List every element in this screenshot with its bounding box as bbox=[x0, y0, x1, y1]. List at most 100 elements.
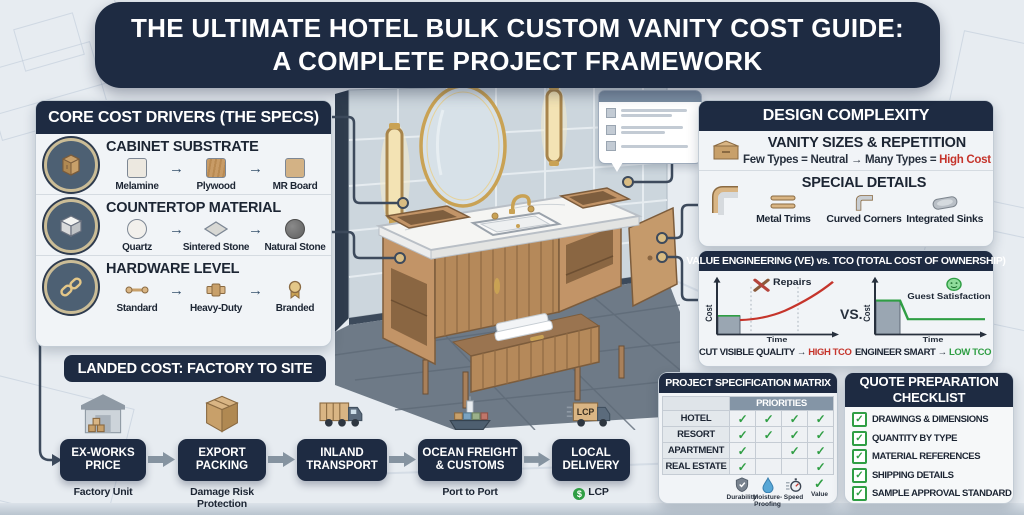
xlabel: Time bbox=[767, 335, 788, 343]
caption-factory-unit: Factory Unit bbox=[73, 486, 133, 498]
smiley-icon bbox=[946, 277, 962, 291]
arrow-icon: → bbox=[169, 281, 184, 299]
door-fluting bbox=[444, 237, 554, 336]
repairs-tools-icon bbox=[753, 278, 770, 292]
delivery-truck-icon: LCP bbox=[565, 392, 617, 441]
shield-icon bbox=[735, 477, 748, 493]
option-melamine: Melamine bbox=[106, 157, 168, 192]
truck-icon bbox=[316, 392, 368, 441]
low-tco-caption: ENGINEER SMART → LOW TCO bbox=[855, 347, 992, 358]
repairs-annotation: Repairs bbox=[773, 278, 812, 288]
matrix-check: ✓ bbox=[730, 427, 755, 442]
step-export-packing: EXPORT PACKING bbox=[178, 439, 266, 481]
sintered-stone-swatch bbox=[204, 221, 228, 237]
standard-hardware-icon bbox=[125, 286, 149, 294]
flow-arrow-icon bbox=[389, 452, 416, 467]
matrix-check: ✓ bbox=[782, 411, 807, 426]
matrix-check: ✓ bbox=[782, 427, 807, 442]
ve-panel-header: VALUE ENGINEERING (VE) vs. TCO (TOTAL CO… bbox=[686, 251, 1006, 271]
caption-port-to-port: Port to Port bbox=[442, 486, 498, 498]
bottom-shadow-strip bbox=[0, 503, 1024, 515]
core-cost-drivers-panel: CORE COST DRIVERS (THE SPECS) CABINET SU… bbox=[35, 100, 332, 347]
high-tco-highlight: HIGH TCO bbox=[808, 347, 852, 358]
matrix-legend: Durability Moisture- Proofing Speed bbox=[727, 476, 837, 508]
low-tco-chart: Cost Time Guest Satisfaction bbox=[861, 276, 991, 343]
vanity-legs bbox=[422, 345, 625, 409]
detail-integrated-sinks: Integrated Sinks bbox=[904, 194, 985, 225]
high-cost-highlight: High Cost bbox=[939, 154, 991, 166]
green-checkbox-icon: ✓ bbox=[852, 412, 867, 427]
step-local-delivery: LOCAL DELIVERY bbox=[552, 439, 630, 481]
flow-arrow-icon bbox=[524, 452, 551, 467]
sconce-right bbox=[541, 83, 567, 167]
matrix-check: ✓ bbox=[808, 427, 833, 442]
arrow-icon: → bbox=[248, 281, 263, 299]
design-complexity-panel: DESIGN COMPLEXITY VANITY SIZES & REPETIT… bbox=[698, 100, 994, 247]
checkbox-icon bbox=[606, 125, 616, 135]
title-banner: THE ULTIMATE HOTEL BULK CUSTOM VANITY CO… bbox=[95, 2, 940, 88]
natural-stone-swatch bbox=[285, 219, 305, 239]
export-box-icon bbox=[196, 392, 248, 441]
plywood-swatch bbox=[206, 158, 226, 178]
detail-metal-trims: Metal Trims bbox=[743, 194, 824, 225]
details-title: SPECIAL DETAILS bbox=[801, 175, 927, 191]
guest-satisfaction-annotation: Guest Satisfaction bbox=[907, 291, 990, 300]
sink-basin-inner bbox=[479, 215, 551, 233]
design-panel-header: DESIGN COMPLEXITY bbox=[699, 101, 993, 131]
curved-corners-icon bbox=[855, 195, 873, 211]
drawer-pull bbox=[530, 334, 544, 342]
matrix-check: ✓ bbox=[730, 459, 755, 474]
matrix-check: ✓ bbox=[730, 411, 755, 426]
matrix-header: PROJECT SPECIFICATION MATRIX bbox=[659, 373, 837, 393]
faucet-base bbox=[509, 209, 515, 214]
spec-sheet-row bbox=[606, 107, 694, 119]
matrix-check bbox=[756, 443, 781, 458]
speech-bubble-tail bbox=[611, 162, 623, 172]
row-title: CABINET SUBSTRATE bbox=[106, 139, 259, 155]
priorities-header: PRIORITIES bbox=[730, 397, 833, 410]
matrix-check bbox=[782, 459, 807, 474]
checklist-header: QUOTE PREPARATION CHECKLIST bbox=[845, 373, 1013, 407]
legend-value: ✓ Value bbox=[811, 476, 828, 498]
branded-medal-icon bbox=[288, 280, 302, 299]
value-check-icon: ✓ bbox=[814, 476, 825, 491]
legend-speed: Speed bbox=[781, 477, 806, 508]
step-ex-works: EX-WORKS PRICE bbox=[60, 439, 146, 481]
matrix-row-label: REAL ESTATE bbox=[663, 459, 729, 474]
cabinet-icon bbox=[44, 138, 98, 192]
detail-curved-corners: Curved Corners bbox=[824, 194, 905, 225]
vanity-sizes-section: VANITY SIZES & REPETITION Few Types = Ne… bbox=[699, 131, 993, 170]
sconce-left bbox=[380, 123, 410, 227]
heavy-duty-hardware-icon bbox=[206, 283, 226, 297]
marble-vein bbox=[514, 203, 566, 209]
matrix-check: ✓ bbox=[782, 443, 807, 458]
spec-sheet-row bbox=[606, 141, 694, 151]
arrow-icon: → bbox=[248, 220, 263, 238]
hardware-icon bbox=[44, 260, 98, 314]
matrix-check: ✓ bbox=[808, 443, 833, 458]
green-checkbox-icon: ✓ bbox=[852, 430, 867, 446]
xlabel: Time bbox=[923, 335, 944, 343]
faucet-handle bbox=[527, 205, 535, 213]
high-tco-caption: CUT VISIBLE QUALITY → HIGH TCO bbox=[699, 347, 852, 358]
green-checkbox-icon: ✓ bbox=[852, 449, 867, 464]
option-standard: Standard bbox=[106, 279, 168, 314]
vessel-box-right-inner bbox=[569, 191, 617, 205]
faucet-handle bbox=[491, 212, 499, 220]
option-branded: Branded bbox=[264, 279, 326, 314]
step-ocean-freight: OCEAN FREIGHT & CUSTOMS bbox=[418, 439, 522, 481]
row-title: HARDWARE LEVEL bbox=[106, 261, 240, 277]
low-tco-highlight: LOW TCO bbox=[949, 347, 992, 358]
integrated-sink-icon bbox=[932, 196, 958, 210]
matrix-check: ✓ bbox=[730, 443, 755, 458]
stopwatch-icon bbox=[785, 478, 801, 492]
legend-moisture: Moisture- Proofing bbox=[753, 477, 782, 508]
countertop-material-row: COUNTERTOP MATERIAL Quartz → Sintered bbox=[36, 194, 331, 255]
cabinet-substrate-row: CABINET SUBSTRATE Melamine → Plywood → M… bbox=[36, 134, 331, 194]
vanity-drawer-icon bbox=[707, 139, 743, 163]
drawer-fluting bbox=[482, 328, 592, 389]
special-details-section: SPECIAL DETAILS Metal Trims Curved Co bbox=[699, 170, 993, 229]
matrix-check bbox=[756, 459, 781, 474]
step-inland-transport: INLAND TRANSPORT bbox=[297, 439, 387, 481]
